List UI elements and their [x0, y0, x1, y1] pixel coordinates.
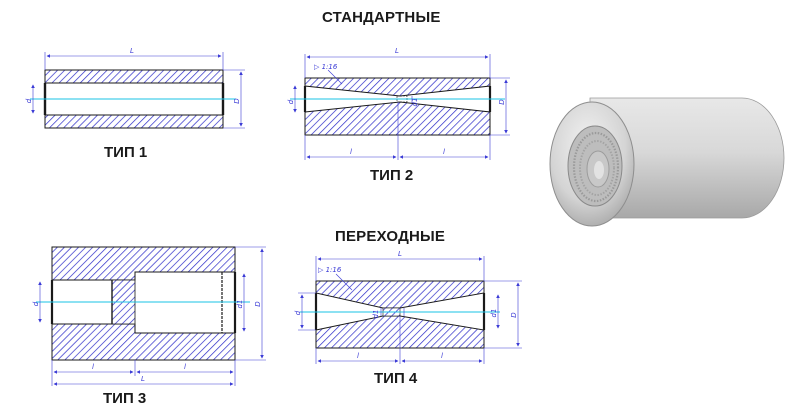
label-type-1: ТИП 1 [104, 144, 148, 161]
dim-L: L [398, 250, 402, 258]
dim-L: L [141, 375, 145, 383]
drawing-type-3: d d1 D l l L [32, 246, 266, 386]
dim-l: l [357, 352, 359, 360]
type2-bottom-wall [304, 101, 491, 136]
dim-d1: d1 [372, 310, 380, 319]
dim-l: l [184, 363, 186, 371]
dim-d: d [294, 310, 302, 315]
dim-d1: d1 [411, 98, 419, 107]
dim-l: l [441, 352, 443, 360]
drawing-type-2: L ▷ 1:16 d D d1 l l [287, 47, 510, 160]
dim-d1: d1 [490, 309, 498, 318]
heading-transitional: ПЕРЕХОДНЫЕ [335, 228, 446, 245]
dim-D: D [510, 312, 518, 318]
dim-D: D [254, 301, 262, 307]
drawing-type-1: L d D [25, 47, 245, 129]
type4-top-wall [315, 280, 485, 309]
dim-L: L [130, 47, 134, 55]
dim-D: D [233, 98, 241, 104]
drawing-type-4: L ▷ 1:16 d d1 D d1 l l [294, 250, 522, 364]
dim-d1: d1 [236, 300, 244, 309]
type1-bottom-wall [44, 114, 224, 129]
type3-bottom-wall [51, 323, 236, 361]
dim-d: d [32, 301, 40, 306]
dim-d: d [25, 98, 33, 103]
label-type-4: ТИП 4 [374, 370, 418, 387]
type2-top-wall [304, 77, 491, 97]
label-type-3: ТИП 3 [103, 390, 147, 407]
dim-l: l [350, 148, 352, 156]
dim-l: l [443, 148, 445, 156]
dim-D: D [498, 99, 506, 105]
heading-standard: СТАНДАРТНЫЕ [322, 9, 441, 26]
coupling-3d-illustration [549, 97, 785, 227]
dim-l: l [92, 363, 94, 371]
dim-d: d [287, 99, 295, 104]
type1-top-wall [44, 69, 224, 84]
label-type-2: ТИП 2 [370, 167, 414, 184]
taper-note: ▷ 1:16 [318, 266, 342, 274]
type3-top-wall [51, 246, 236, 281]
taper-note: ▷ 1:16 [314, 63, 338, 71]
dim-L: L [395, 47, 399, 55]
